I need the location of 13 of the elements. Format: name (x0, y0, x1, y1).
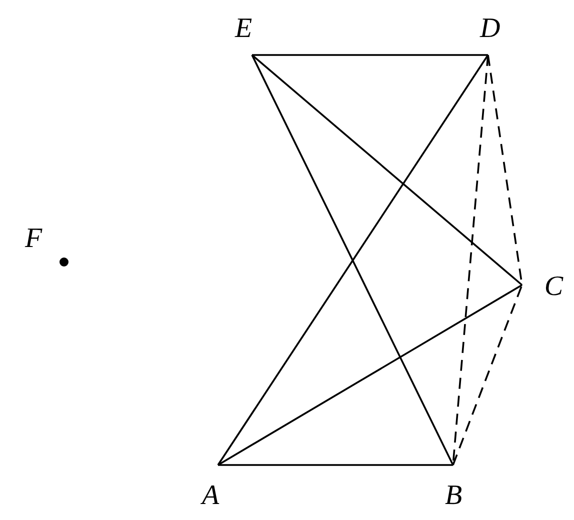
dashed-line-segment (452, 284, 523, 466)
line-segment (251, 54, 454, 466)
point-label: D (480, 15, 500, 55)
line-segment (218, 284, 522, 466)
point-label: A (202, 465, 222, 510)
line-segment (251, 54, 523, 286)
point-label: C (522, 273, 563, 303)
point-label: B (445, 465, 465, 510)
line-segment (218, 464, 453, 466)
line-segment (252, 54, 488, 56)
point-label: F (25, 225, 64, 262)
line-segment (217, 54, 489, 466)
point-label: E (235, 15, 255, 55)
